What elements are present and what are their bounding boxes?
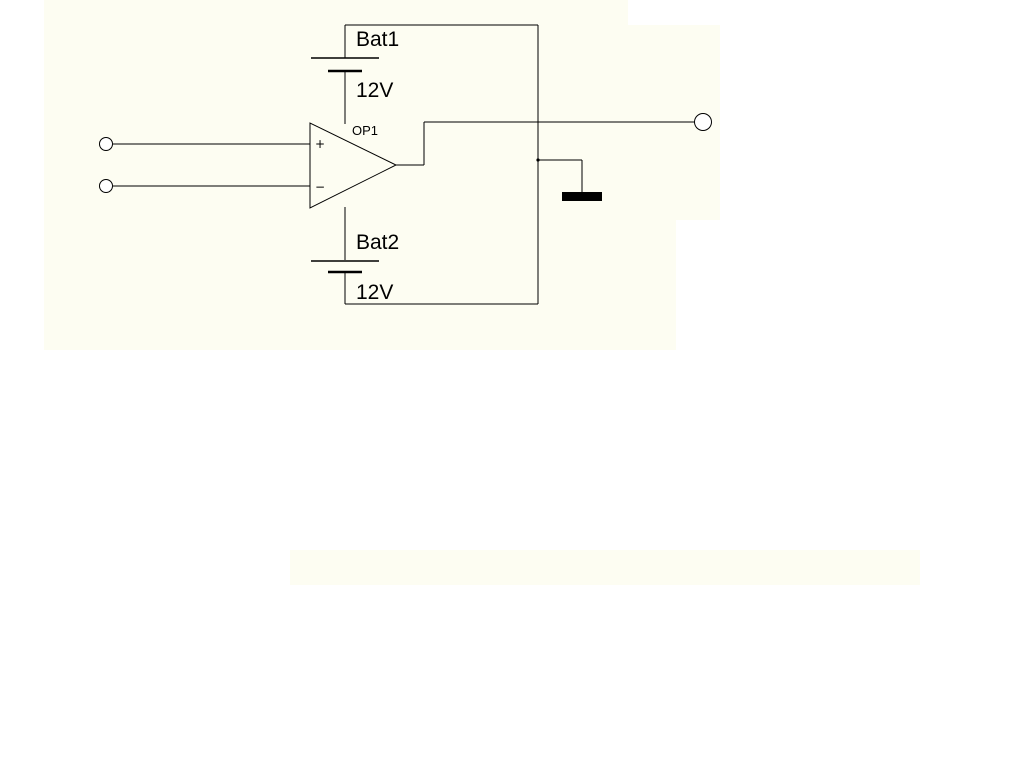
terminal-circle-icon[interactable] — [694, 113, 712, 131]
input-terminals — [99, 137, 310, 193]
bat2-name-label: Bat2 — [356, 231, 399, 254]
bat1-name-label: Bat1 — [356, 28, 399, 51]
canvas-region-lower — [600, 205, 676, 350]
battery-bat1[interactable]: Bat1 12V — [311, 28, 399, 102]
opamp-name-label: OP1 — [352, 123, 378, 138]
power-rail — [344, 24, 539, 305]
ground-connection[interactable] — [536, 158, 602, 201]
opamp-plus-sign: + — [315, 137, 325, 151]
opamp-op1[interactable]: + − OP1 — [309, 122, 398, 209]
output-path — [396, 113, 712, 166]
ground-icon — [562, 192, 602, 201]
terminal-circle-icon[interactable] — [99, 179, 113, 193]
bat2-voltage-label: 12V — [356, 281, 393, 304]
canvas-region-strip — [290, 550, 920, 585]
battery-bat2[interactable]: Bat2 12V — [311, 231, 399, 304]
opamp-minus-sign: − — [315, 180, 325, 194]
terminal-circle-icon[interactable] — [99, 137, 113, 151]
opamp-triangle-icon — [309, 122, 398, 209]
canvas-background — [44, 0, 920, 585]
bat1-voltage-label: 12V — [356, 79, 393, 102]
